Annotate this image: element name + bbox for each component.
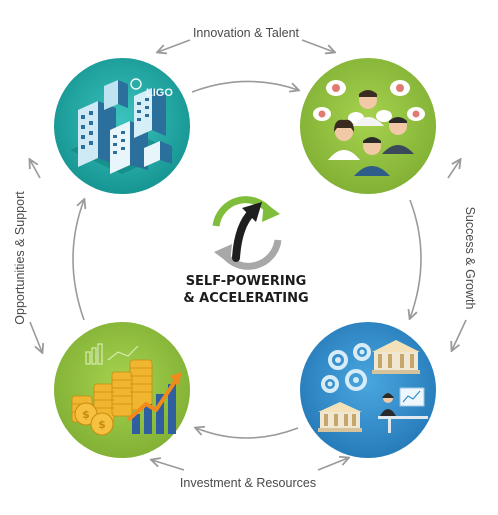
team-node <box>300 58 436 194</box>
center-title-line1: SELF-POWERING <box>186 274 307 289</box>
outer-arrows <box>30 39 467 471</box>
svg-text:$: $ <box>98 418 106 431</box>
coins-growth-icon: $ $ <box>71 343 182 436</box>
success-node <box>300 322 436 458</box>
label-right: Success & Growth <box>463 207 477 310</box>
city-buildings-icon <box>70 80 174 174</box>
svg-text:$: $ <box>82 408 90 421</box>
label-bottom: Investment & Resources <box>180 476 316 490</box>
label-top: Innovation & Talent <box>193 26 300 40</box>
city-buildings-node: LIGO <box>54 58 190 194</box>
label-left: Opportunities & Support <box>13 191 27 325</box>
logo-mark-icon <box>130 78 142 90</box>
center-title-line2: & ACCELERATING <box>183 291 308 306</box>
logo-text: LIGO <box>146 87 173 99</box>
inner-arrows <box>72 80 422 439</box>
investment-node: $ $ <box>54 322 190 458</box>
cycle-arrow-icon <box>212 196 282 270</box>
center-cycle: SELF-POWERING & ACCELERATING <box>183 196 309 306</box>
gears-bank-icon <box>318 340 428 433</box>
team-people-icon <box>313 80 425 176</box>
